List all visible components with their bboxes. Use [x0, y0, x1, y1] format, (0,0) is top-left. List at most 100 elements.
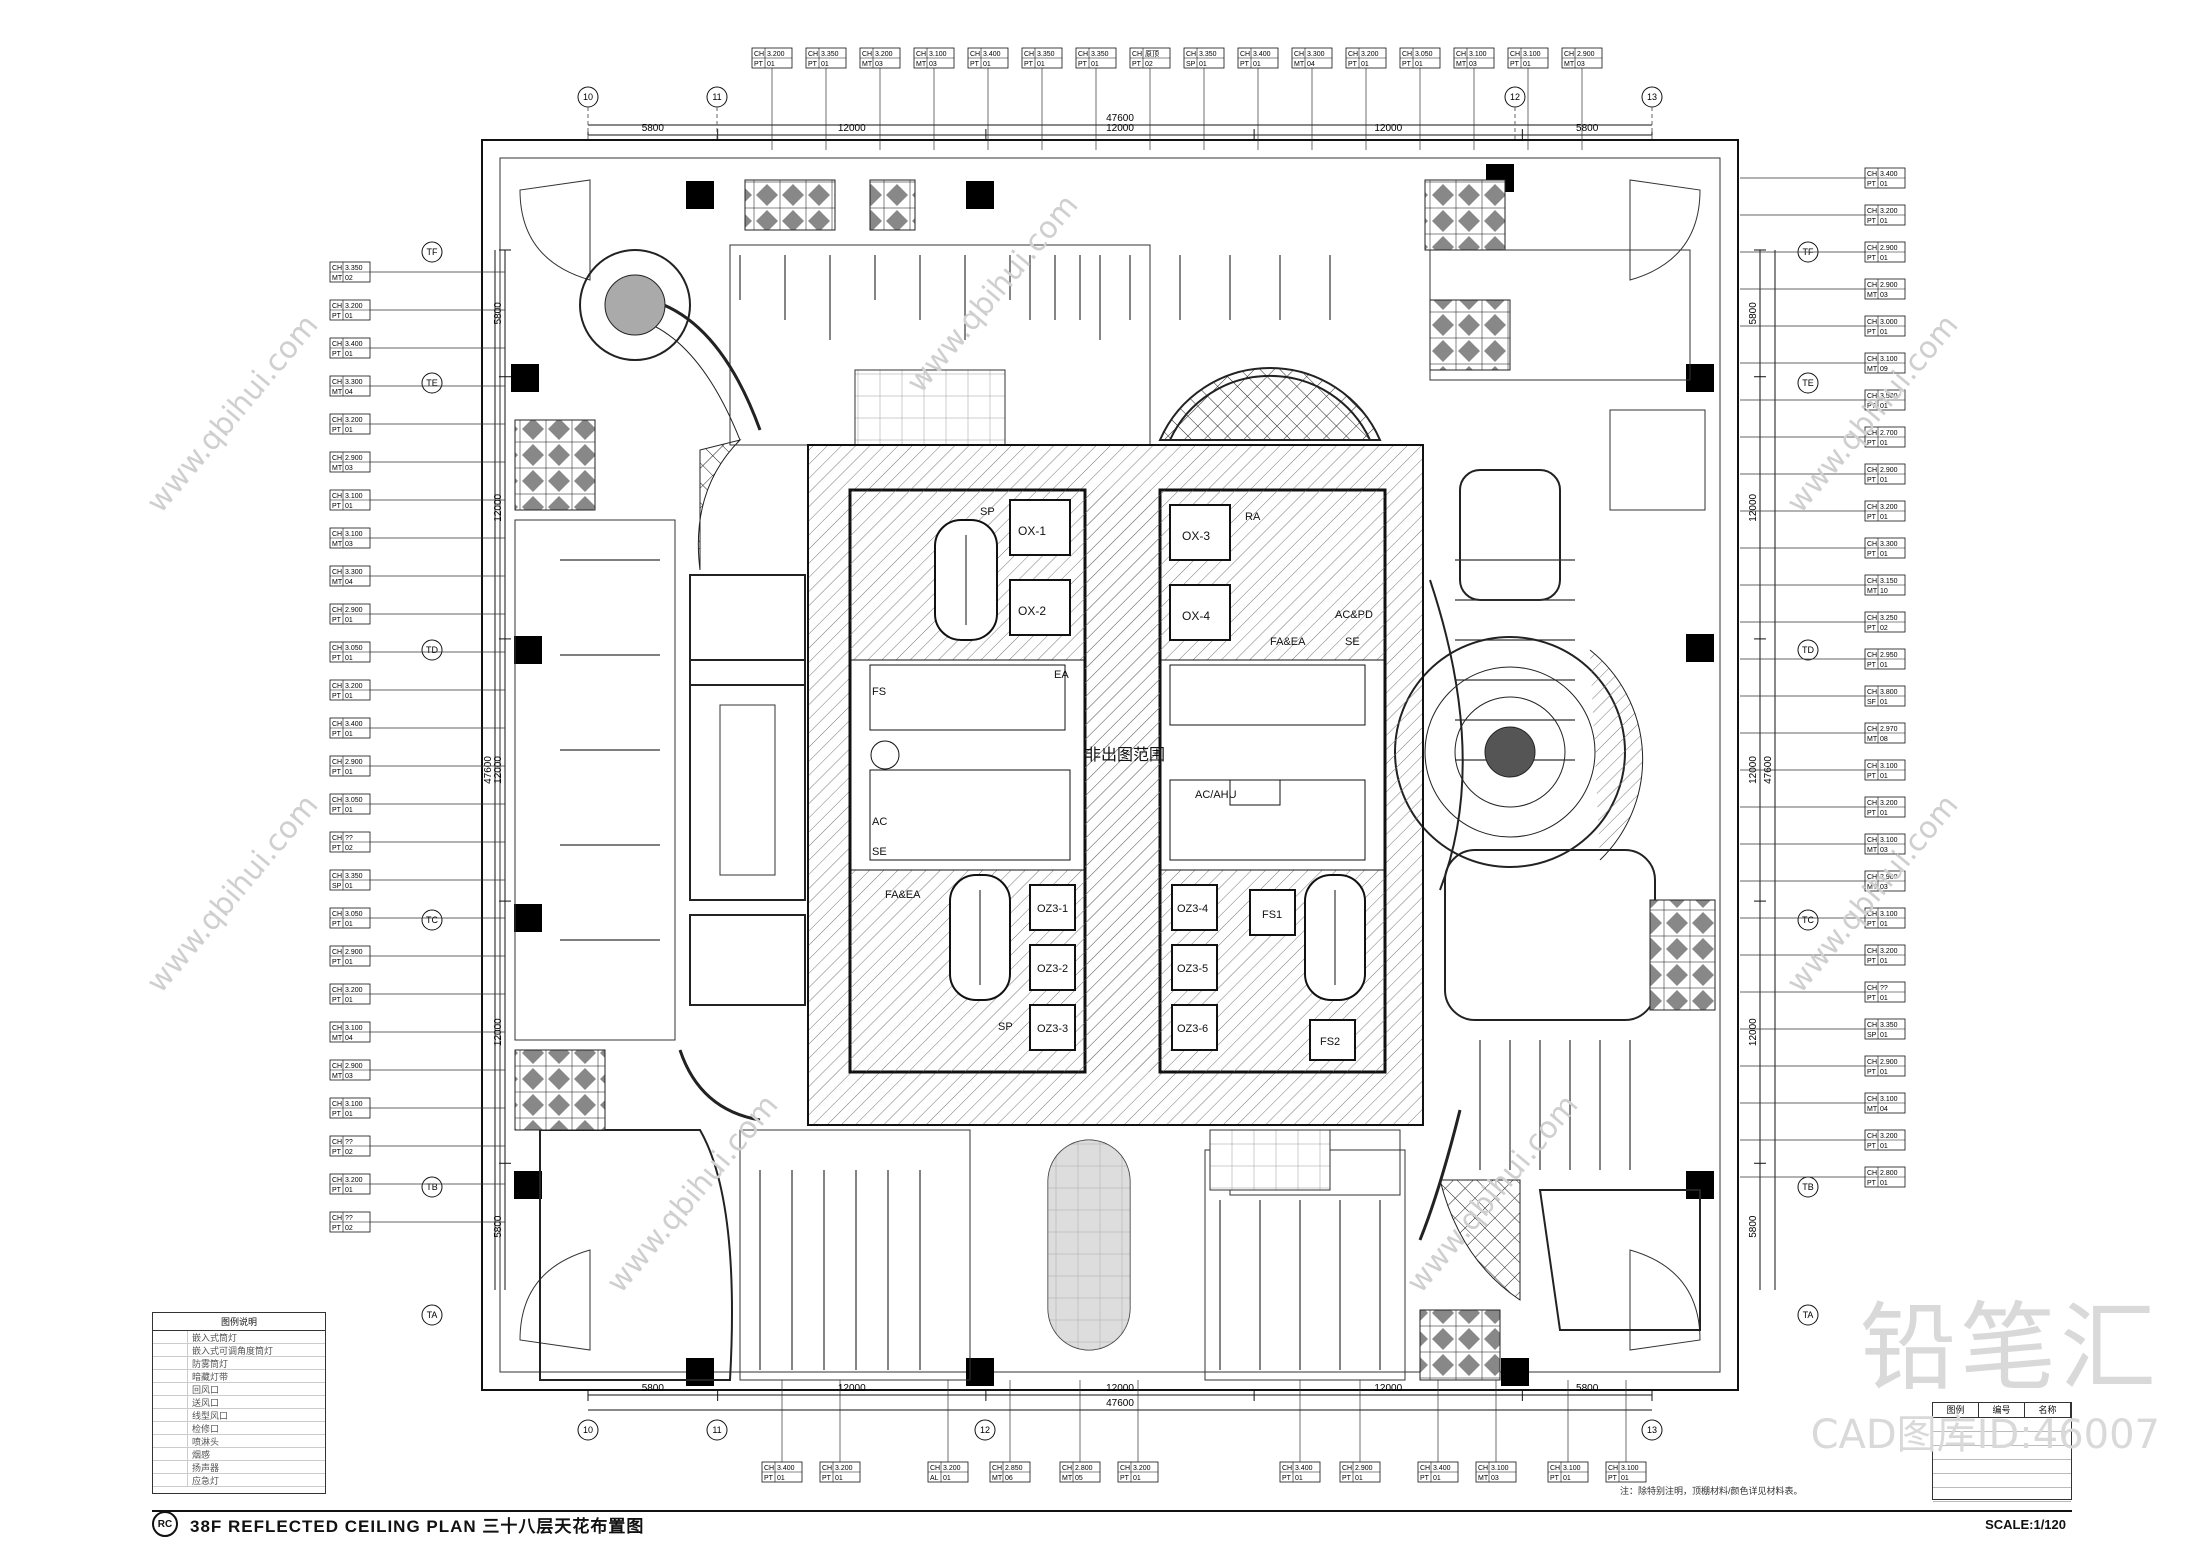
tag-ch-value: 3.200 [345, 1177, 363, 1184]
column [1686, 364, 1714, 392]
title-block: 图例 编号 名称 [1932, 1402, 2072, 1502]
grid-label: 12 [980, 1425, 990, 1435]
tag-ch: CH [332, 379, 342, 386]
tag-ch-value: 3.100 [1523, 51, 1541, 58]
tag-mat-value: 01 [1361, 61, 1369, 68]
tag-mat: PT [332, 693, 342, 700]
linear-light-slots [560, 255, 1631, 1370]
tag-ch: CH [1478, 1465, 1488, 1472]
tag-ch-value: 2.900 [1355, 1465, 1373, 1472]
tag-ch: CH [754, 51, 764, 58]
legend-symbol [153, 1396, 188, 1408]
tag-mat-value: 01 [1253, 61, 1261, 68]
tag-mat-value: 01 [1621, 1475, 1629, 1482]
legend-symbol [153, 1344, 188, 1356]
tag-mat: PT [1510, 61, 1520, 68]
tag-ch: CH [822, 1465, 832, 1472]
tag-mat-value: 03 [345, 465, 353, 472]
tag-mat: PT [1240, 61, 1250, 68]
column [514, 636, 542, 664]
tag-ch: CH [1456, 51, 1466, 58]
legend-symbol [153, 1448, 188, 1460]
tag-mat: PT [1867, 1069, 1877, 1076]
tag-ch-value: 3.350 [1091, 51, 1109, 58]
tag-mat-value: 02 [345, 1149, 353, 1156]
grid-label: 10 [583, 1425, 593, 1435]
tag-ch: CH [1867, 1170, 1877, 1177]
building-outline [481, 139, 1739, 1391]
tag-mat-value: 01 [1880, 1032, 1888, 1039]
tag-mat-value: 01 [345, 959, 353, 966]
tag-mat: PT [1867, 514, 1877, 521]
tag-ch: CH [1867, 874, 1877, 881]
tag-mat-value: 01 [1880, 440, 1888, 447]
watermark-url: www.qbihui.com [1780, 308, 1965, 520]
tag-mat: PT [1282, 1475, 1292, 1482]
grid-label: 10 [583, 92, 593, 102]
legend-label: 烟感 [192, 1449, 211, 1460]
tag-ch-value: 2.900 [1577, 51, 1595, 58]
legend-label: 嵌入式筒灯 [192, 1332, 238, 1343]
tag-mat: PT [332, 845, 342, 852]
tag-ch-value: 3.200 [835, 1465, 853, 1472]
legend-symbol [153, 1461, 188, 1473]
tag-mat-value: 01 [1199, 61, 1207, 68]
legend-row: 防雾筒灯 [153, 1357, 325, 1370]
tag-ch-value: 3.200 [1880, 948, 1898, 955]
tag-mat-value: 03 [345, 541, 353, 548]
legend-label: 送风口 [192, 1397, 220, 1408]
tag-mat-value: 01 [345, 921, 353, 928]
grid-label: TF [427, 247, 438, 257]
tag-mat-value: 01 [1880, 1069, 1888, 1076]
room-label: FS1 [1262, 909, 1282, 921]
tag-ch: CH [1510, 51, 1520, 58]
tag-mat-value: 01 [345, 351, 353, 358]
tag-ch: CH [970, 51, 980, 58]
tag-mat: AL [930, 1475, 939, 1482]
tag-ch: CH [1867, 615, 1877, 622]
tag-ch-value: 2.900 [345, 607, 363, 614]
tag-mat: PT [332, 769, 342, 776]
tag-mat: PT [332, 1111, 342, 1118]
tag-ch-value: 3.200 [1880, 504, 1898, 511]
tag-ch: CH [1867, 763, 1877, 770]
tag-ch-value: 2.900 [1880, 282, 1898, 289]
tag-ch: CH [1867, 689, 1877, 696]
drawing-note: 注：除特别注明，顶棚材料/颜色详见材料表。 [1620, 1486, 1803, 1496]
tag-mat: PT [332, 617, 342, 624]
tag-ch: CH [332, 303, 342, 310]
column [966, 181, 994, 209]
tag-mat: PT [1867, 662, 1877, 669]
grid-label: TA [427, 1310, 438, 1320]
tag-ch-value: 3.100 [345, 1025, 363, 1032]
legend-label: 扬声器 [192, 1462, 220, 1473]
legend-label: 回风口 [192, 1384, 220, 1395]
legend-label: 嵌入式可调角度筒灯 [192, 1345, 274, 1356]
legend-label: 喷淋头 [192, 1436, 220, 1447]
tag-ch-value: 3.300 [1307, 51, 1325, 58]
tag-ch-value: 原顶 [1145, 50, 1159, 58]
feature-ceilings [514, 179, 1716, 1381]
tag-ch-value: 3.400 [345, 341, 363, 348]
tag-mat: PT [1867, 1143, 1877, 1150]
tag-mat-value: 01 [835, 1475, 843, 1482]
tag-mat: PT [332, 921, 342, 928]
tag-mat: PT [332, 1149, 342, 1156]
tag-ch: CH [1132, 51, 1142, 58]
tag-ch-value: ?? [345, 1215, 353, 1222]
dim-value: 12000 [493, 756, 504, 784]
tag-ch: CH [332, 797, 342, 804]
tag-ch-value: 2.970 [1880, 726, 1898, 733]
tag-ch: CH [764, 1465, 774, 1472]
tag-mat-value: 01 [1880, 773, 1888, 780]
tag-mat-value: 03 [1880, 884, 1888, 891]
grid-bubble [421, 241, 443, 263]
